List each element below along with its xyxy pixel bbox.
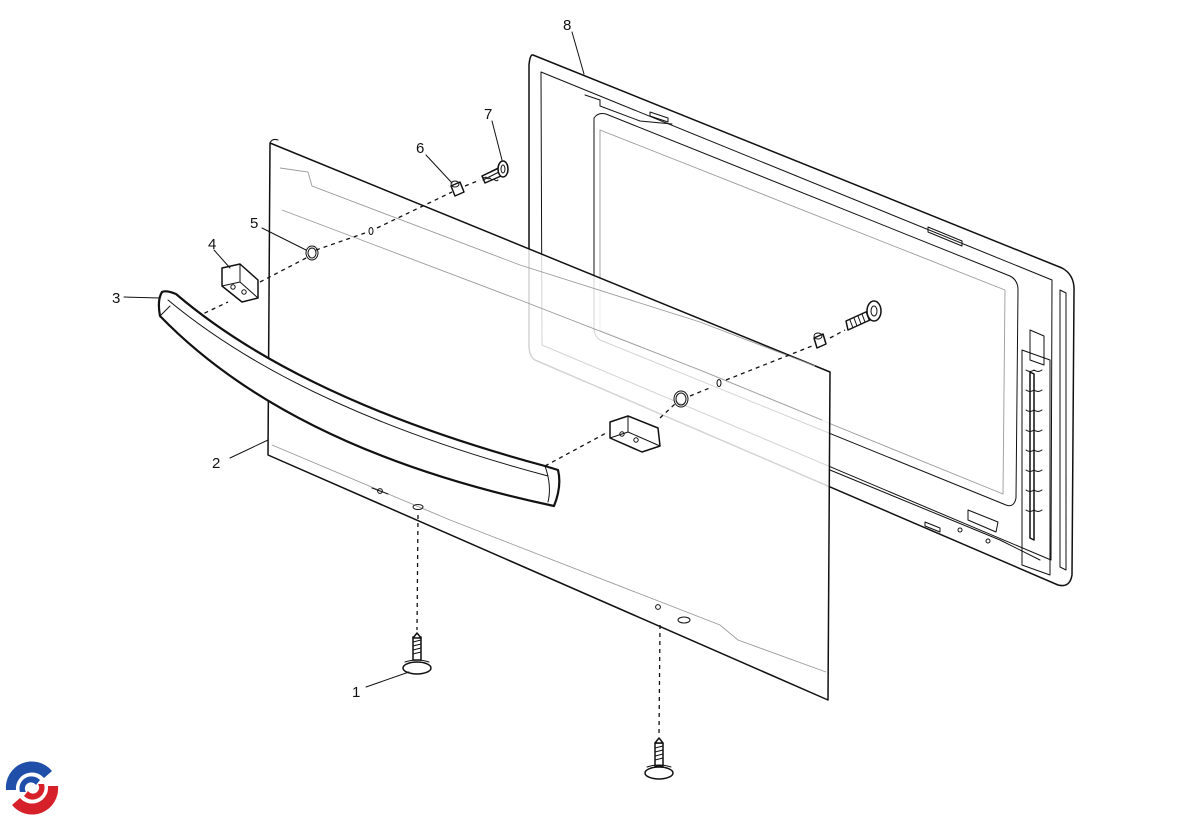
panel-screw-top — [481, 160, 509, 184]
outer-glass-panel — [267, 138, 831, 701]
leader-lines — [123, 31, 585, 688]
door-handle — [157, 290, 561, 508]
bottom-screw-left — [402, 632, 432, 675]
brand-swirl-logo — [5, 761, 59, 815]
spacer-bottom — [813, 332, 827, 349]
panel-screw-bottom — [845, 300, 882, 331]
callout-1: 1 — [352, 684, 360, 701]
handle-bracket-right — [609, 415, 661, 453]
inner-door-frame — [528, 54, 1075, 587]
callout-7: 7 — [484, 106, 492, 123]
callout-8: 8 — [563, 17, 571, 34]
spacer-top — [450, 180, 465, 197]
callout-2: 2 — [212, 455, 220, 472]
bottom-screw-right — [644, 737, 674, 780]
handle-bracket-left — [221, 263, 259, 303]
callout-5: 5 — [250, 215, 258, 232]
callout-6: 6 — [416, 140, 424, 157]
callout-4: 4 — [208, 236, 216, 253]
assembly-guide-lines — [189, 179, 846, 736]
callout-3: 3 — [112, 290, 120, 307]
callout-labels: 1 2 3 4 5 6 7 8 — [112, 17, 571, 701]
